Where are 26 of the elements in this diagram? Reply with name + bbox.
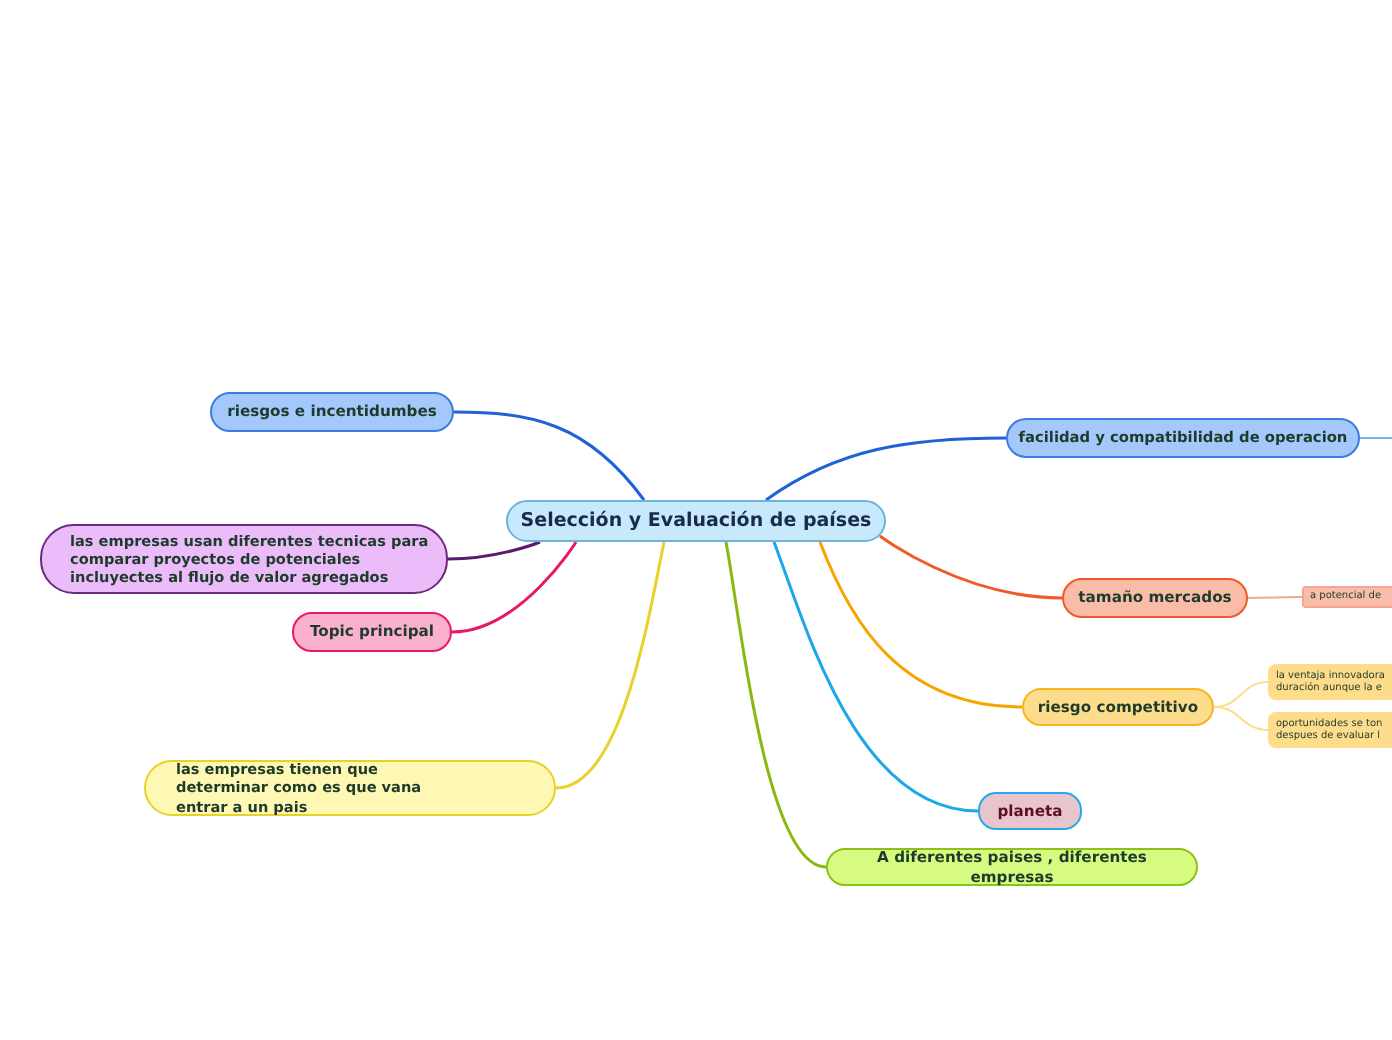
branch-line [879, 534, 1063, 600]
central-topic [506, 500, 886, 542]
branch-line [447, 540, 541, 561]
branch-line [724, 541, 827, 869]
topic-box [978, 792, 1082, 830]
branch-line [818, 541, 1023, 709]
branch-line [765, 436, 1006, 502]
topic-text: Selección y Evaluación de países [520, 509, 872, 533]
branch-line [1247, 596, 1303, 599]
branch-line [555, 541, 666, 790]
branch-line [1359, 437, 1392, 439]
topic-box [40, 524, 448, 594]
branch-line [772, 541, 979, 813]
topic-box [1006, 418, 1360, 458]
subtopic-box [1302, 586, 1392, 608]
topic-box [826, 848, 1198, 886]
branch-line [451, 541, 578, 634]
subtopic-box [1268, 664, 1392, 700]
branch-line [1213, 706, 1269, 731]
branch-line [453, 410, 646, 501]
subtopic-box [1268, 712, 1392, 748]
topic-box [210, 392, 454, 432]
topic-box [1022, 688, 1214, 726]
topic-box [292, 612, 452, 652]
topic-box [144, 760, 556, 816]
topic-box [1062, 578, 1248, 618]
